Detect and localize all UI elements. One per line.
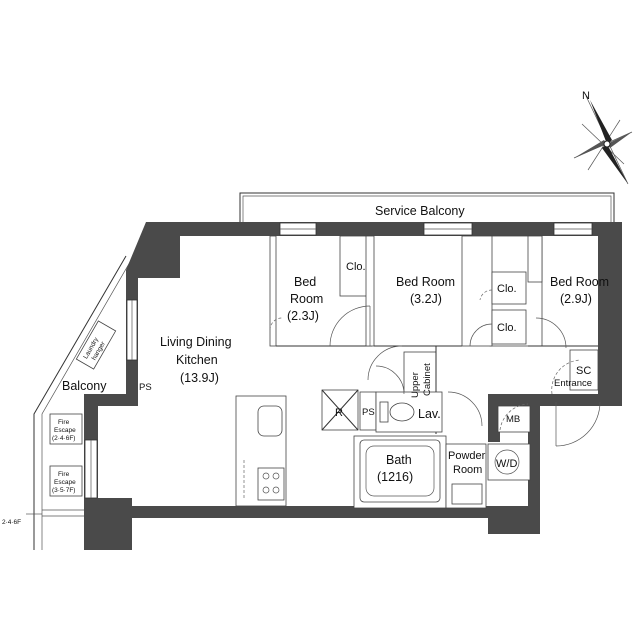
sink-icon: [257, 405, 283, 437]
ldk-area: (13.9J): [180, 371, 219, 385]
bed2-label: Bed Room: [396, 275, 455, 289]
powder-room-label-2: Room: [453, 464, 482, 476]
ldk-label-1: Living Dining: [160, 335, 232, 349]
fire-escape-2: Fire Escape (3·5·7F): [49, 465, 83, 497]
ps-label-2: PS: [362, 407, 375, 418]
compass-north-label: N: [582, 90, 590, 102]
bed3-label: Bed Room: [550, 275, 609, 289]
fire-escape-1: Fire Escape (2·4·6F): [49, 413, 83, 445]
clo-1-label: Clo.: [346, 261, 366, 273]
bed1-area: (2.3J): [287, 309, 319, 323]
sc-label: SC: [576, 365, 591, 377]
fire-escape-1-line2: Escape: [54, 427, 76, 434]
door-swing-icon: [269, 289, 601, 447]
kitchen-counter: [235, 395, 287, 507]
compass-rose-icon: N: [573, 90, 633, 185]
entrance-label: Entrance: [554, 378, 592, 389]
clo-3-label: Clo.: [497, 322, 517, 334]
floor-note: 2·4·6F: [2, 519, 21, 526]
window-icon: [84, 222, 593, 499]
ps-label-1: PS: [139, 382, 152, 393]
fire-escape-2-line1: Fire: [58, 471, 70, 478]
powder-room-label-1: Powder: [448, 450, 486, 462]
upper-cabinet-label-1: Upper: [410, 372, 421, 398]
stove-icon: [257, 467, 285, 501]
left-balcony: Balcony Laundry hanger Fire Escape (2·4·…: [2, 255, 131, 550]
clo-2-label: Clo.: [497, 283, 517, 295]
fire-escape-1-line3: (2·4·6F): [52, 435, 75, 442]
r-label: R: [335, 407, 343, 419]
mb-label: MB: [506, 414, 520, 425]
bathtub-icon: [359, 439, 441, 503]
toilet-icon: [389, 402, 415, 422]
lav-label: Lav.: [418, 407, 441, 421]
fire-escape-2-line3: (3·5·7F): [52, 487, 75, 494]
bed3-area: (2.9J): [560, 292, 592, 306]
service-balcony: Service Balcony: [239, 192, 615, 222]
ldk-label-2: Kitchen: [176, 353, 218, 367]
bed2-area: (3.2J): [410, 292, 442, 306]
upper-cabinet-label-2: Cabinet: [422, 363, 433, 396]
fire-escape-2-line2: Escape: [54, 479, 76, 486]
wd-label: W/D: [496, 458, 517, 470]
balcony-label: Balcony: [62, 379, 107, 393]
fire-escape-1-line1: Fire: [58, 419, 70, 426]
bath-size: (1216): [377, 470, 413, 484]
bed1-label-2: Room: [290, 292, 323, 306]
bed1-label-1: Bed: [294, 275, 316, 289]
service-balcony-label: Service Balcony: [375, 204, 465, 218]
bath-label: Bath: [386, 453, 412, 467]
